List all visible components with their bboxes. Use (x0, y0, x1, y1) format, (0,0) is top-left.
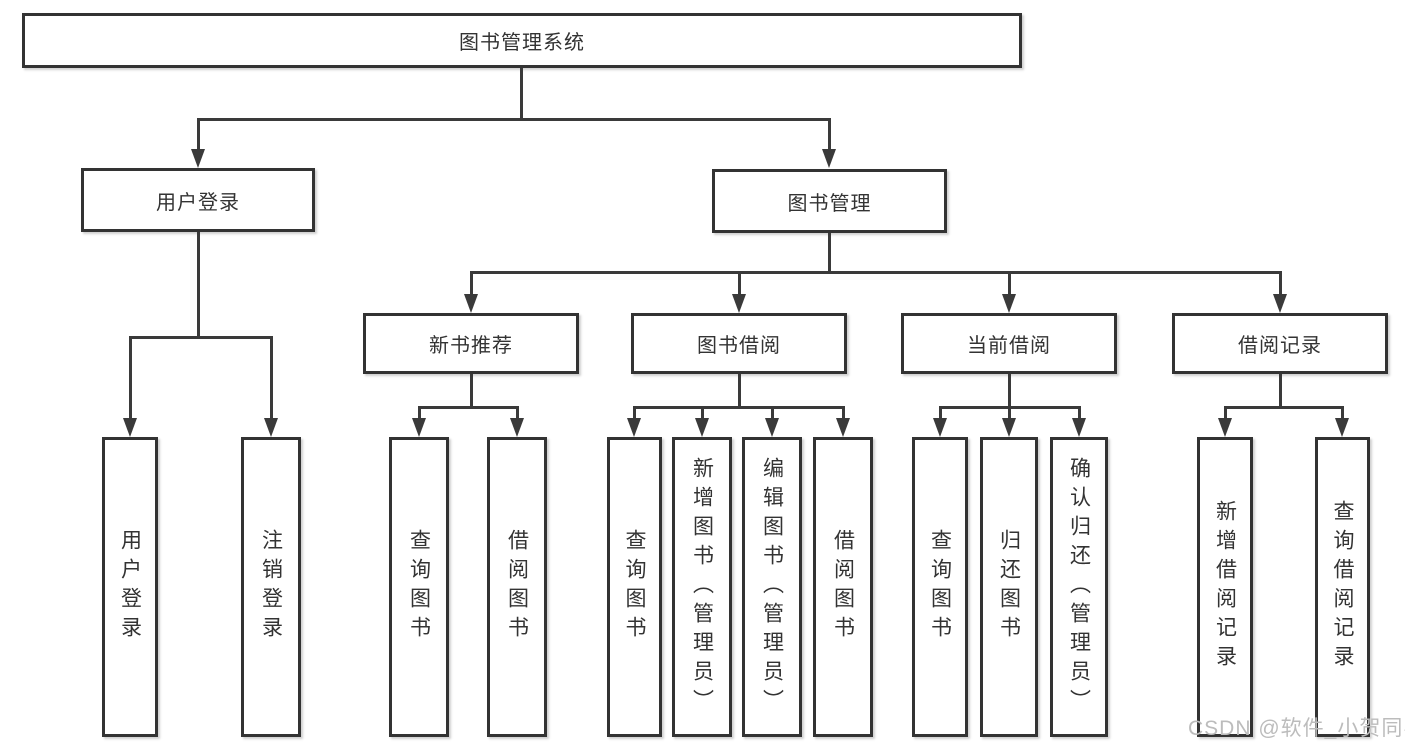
node-borrow-record-label: 借阅记录 (1238, 335, 1322, 357)
connector-to-leaf-bb-borrow (842, 406, 845, 418)
arrow-to-leaf-nb-borrow (510, 418, 524, 437)
leaf-nb-query-books-label: 查询图书 (407, 529, 431, 645)
node-book-mgmt: 图书管理 (712, 169, 947, 233)
connector-to-leaf-logout (270, 336, 273, 418)
node-book-borrow: 图书借阅 (631, 313, 847, 374)
node-root-label: 图书管理系统 (459, 32, 585, 54)
leaf-br-add-record-label: 新增借阅记录 (1213, 500, 1237, 674)
arrow-to-user-login (191, 149, 205, 168)
arrow-to-leaf-bb-edit (765, 418, 779, 437)
connector-to-borrow-record (1279, 271, 1282, 294)
node-borrow-record: 借阅记录 (1172, 313, 1388, 374)
leaf-logout: 注销登录 (241, 437, 301, 737)
node-user-login-label: 用户登录 (156, 191, 240, 214)
connector-root-stem (520, 68, 523, 118)
leaf-br-query-record: 查询借阅记录 (1315, 437, 1370, 737)
connector-new-book-rec-bar (418, 406, 518, 409)
connector-root-bar (197, 118, 831, 121)
arrow-to-leaf-user-login (123, 418, 137, 437)
leaf-bb-add-books-admin: 新增图书（管理员） (672, 437, 732, 737)
arrow-to-leaf-logout (264, 418, 278, 437)
leaf-cb-query-books: 查询图书 (912, 437, 968, 737)
leaf-br-query-record-label: 查询借阅记录 (1331, 500, 1354, 674)
connector-to-book-mgmt (828, 118, 831, 150)
connector-to-leaf-cb-confirm (1078, 406, 1081, 418)
csdn-watermark: CSDN @软件_小贺同学 (1188, 717, 1405, 740)
connector-to-leaf-user-login (129, 336, 132, 418)
connector-to-leaf-bb-add (701, 406, 704, 418)
leaf-cb-confirm-return-admin-label: 确认归还（管理员） (1067, 456, 1091, 718)
leaf-cb-confirm-return-admin: 确认归还（管理员） (1050, 437, 1108, 737)
connector-to-leaf-nb-query (418, 406, 421, 418)
arrow-to-leaf-bb-borrow (836, 418, 850, 437)
connector-to-leaf-bb-edit (771, 406, 774, 418)
connector-current-borrow-stem (1008, 374, 1011, 406)
leaf-user-login-label: 用户登录 (118, 529, 142, 645)
leaf-bb-borrow-books: 借阅图书 (813, 437, 873, 737)
leaf-nb-query-books: 查询图书 (389, 437, 449, 737)
connector-to-book-borrow (738, 271, 741, 294)
arrow-to-leaf-bb-add (695, 418, 709, 437)
arrow-to-leaf-cb-query (933, 418, 947, 437)
arrow-to-leaf-bb-query (627, 418, 641, 437)
connector-user-login-bar (129, 336, 271, 339)
node-current-borrow: 当前借阅 (901, 313, 1117, 374)
arrow-to-book-mgmt (822, 149, 836, 168)
node-book-borrow-label: 图书借阅 (697, 335, 781, 357)
arrow-to-leaf-nb-query (412, 418, 426, 437)
leaf-bb-borrow-books-label: 借阅图书 (831, 529, 855, 645)
arrow-to-new-book-rec (464, 294, 478, 313)
connector-borrow-record-bar (1224, 406, 1343, 409)
connector-new-book-rec-stem (470, 374, 473, 406)
leaf-bb-query-books-label: 查询图书 (623, 529, 646, 645)
connector-to-leaf-cb-query (939, 406, 942, 418)
node-root: 图书管理系统 (22, 13, 1022, 68)
leaf-bb-edit-books-admin-label: 编辑图书（管理员） (760, 456, 784, 718)
arrow-to-leaf-br-add (1218, 418, 1232, 437)
leaf-bb-add-books-admin-label: 新增图书（管理员） (690, 456, 714, 718)
leaf-bb-edit-books-admin: 编辑图书（管理员） (742, 437, 802, 737)
node-new-book-rec: 新书推荐 (363, 313, 579, 374)
connector-book-borrow-bar (633, 406, 844, 409)
leaf-logout-label: 注销登录 (259, 529, 283, 645)
node-current-borrow-label: 当前借阅 (967, 335, 1051, 357)
connector-book-mgmt-stem (828, 233, 831, 271)
arrow-to-book-borrow (732, 294, 746, 313)
connector-to-leaf-bb-query (633, 406, 636, 418)
leaf-cb-return-books: 归还图书 (980, 437, 1038, 737)
connector-to-leaf-nb-borrow (516, 406, 519, 418)
connector-user-login-stem (197, 232, 200, 336)
node-new-book-rec-label: 新书推荐 (429, 335, 513, 357)
leaf-bb-query-books: 查询图书 (607, 437, 662, 737)
arrow-to-leaf-cb-return (1002, 418, 1016, 437)
leaf-nb-borrow-books-label: 借阅图书 (505, 529, 529, 645)
arrow-to-leaf-br-query (1335, 418, 1349, 437)
connector-borrow-record-stem (1279, 374, 1282, 406)
leaf-br-add-record: 新增借阅记录 (1197, 437, 1253, 737)
connector-to-new-book-rec (470, 271, 473, 294)
connector-to-leaf-br-add (1224, 406, 1227, 418)
connector-to-current-borrow (1008, 271, 1011, 294)
node-user-login: 用户登录 (81, 168, 315, 232)
leaf-cb-return-books-label: 归还图书 (997, 529, 1021, 645)
leaf-nb-borrow-books: 借阅图书 (487, 437, 547, 737)
arrow-to-borrow-record (1273, 294, 1287, 313)
node-book-mgmt-label: 图书管理 (787, 192, 872, 215)
connector-to-leaf-br-query (1341, 406, 1344, 418)
arrow-to-leaf-cb-confirm (1072, 418, 1086, 437)
arrow-to-current-borrow (1002, 294, 1016, 313)
connector-to-leaf-cb-return (1008, 406, 1011, 418)
connector-book-borrow-stem (738, 374, 741, 406)
connector-book-mgmt-bar (470, 271, 1281, 274)
leaf-cb-query-books-label: 查询图书 (928, 529, 952, 645)
leaf-user-login: 用户登录 (102, 437, 158, 737)
connector-to-user-login (197, 118, 200, 150)
